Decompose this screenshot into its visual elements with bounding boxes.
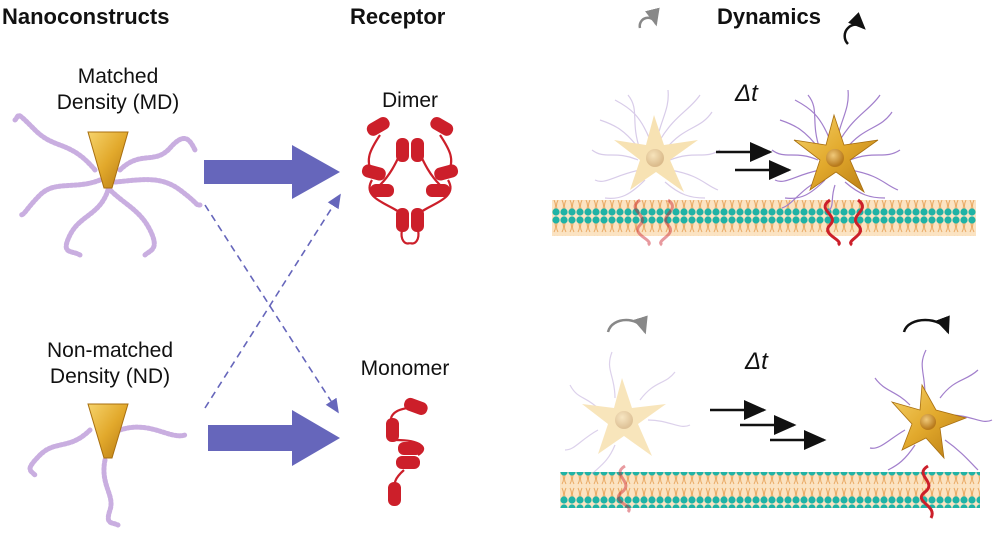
- nonmatched-density-label: Non-matched Density (ND): [10, 338, 210, 390]
- matched-density-label: Matched Density (MD): [28, 64, 208, 116]
- bottom-right-membrane-receptor: [919, 464, 934, 519]
- nonmatched-density-line1: Non-matched: [46, 339, 174, 362]
- top-right-rotation-icon: [843, 12, 866, 45]
- nd-to-monomer-arrow: [208, 410, 340, 466]
- bottom-right-nanostar: [869, 349, 993, 471]
- header-receptor: Receptor: [350, 4, 446, 29]
- matched-density-nanoconstruct: [12, 113, 203, 258]
- monomer-label: Monomer: [360, 357, 450, 380]
- top-left-rotation-icon: [638, 7, 660, 29]
- monomer-receptor: [386, 397, 428, 506]
- membrane-bottom: [560, 472, 980, 508]
- md-to-monomer-dashed-arrow: [204, 204, 339, 414]
- bottom-left-rotation-icon: [606, 315, 648, 335]
- top-left-nanostar: [591, 89, 721, 200]
- bottom-left-nanostar: [564, 351, 691, 475]
- matched-density-line2: Density (MD): [56, 91, 180, 114]
- delta-t-bottom: Δt: [745, 348, 768, 375]
- bottom-left-membrane-receptor: [616, 464, 631, 514]
- membrane-top: [552, 200, 976, 236]
- bottom-right-rotation-icon: [902, 315, 950, 335]
- top-right-membrane-receptor: [823, 198, 864, 247]
- header-nanoconstructs: Nanoconstructs: [2, 4, 170, 29]
- md-to-dimer-arrow: [204, 145, 340, 199]
- top-right-nanostar: [771, 89, 901, 213]
- nonmatched-density-nanoconstruct: [27, 403, 188, 528]
- top-left-membrane-receptor: [633, 198, 674, 247]
- header-dynamics: Dynamics: [717, 4, 821, 29]
- dimer-receptor: [361, 116, 459, 245]
- nonmatched-density-line2: Density (ND): [49, 365, 171, 388]
- matched-density-line1: Matched: [77, 65, 159, 88]
- delta-t-top: Δt: [735, 80, 758, 107]
- nd-to-dimer-dashed-arrow: [204, 193, 341, 409]
- dimer-label: Dimer: [382, 89, 438, 112]
